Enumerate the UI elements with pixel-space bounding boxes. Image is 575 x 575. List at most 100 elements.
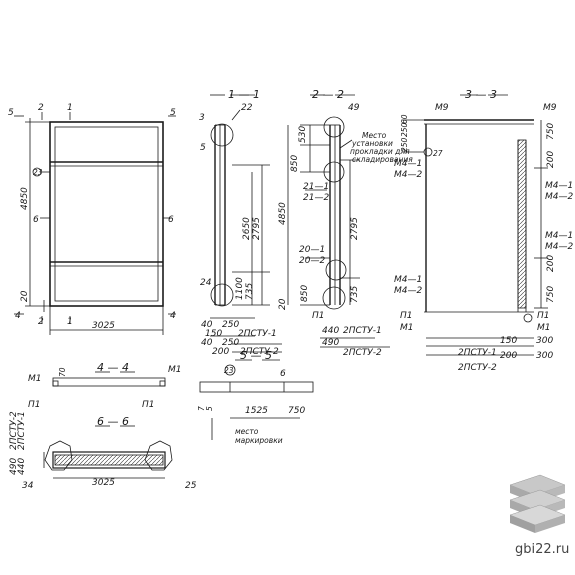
dim-440: 440 bbox=[322, 326, 339, 336]
note-markirovki: маркировки bbox=[235, 436, 283, 445]
note-line-2: установки bbox=[351, 139, 393, 148]
label-m4-2-right2: М4—2 bbox=[545, 242, 573, 252]
marker-4-right: 4 bbox=[170, 311, 176, 321]
section-4-4 bbox=[52, 371, 166, 387]
label-m4-2-bottom: М4—2 bbox=[394, 286, 422, 296]
callout-27: 27 bbox=[433, 149, 443, 158]
dim-490-s66: 490 bbox=[9, 458, 19, 475]
marker-2: 2 bbox=[38, 103, 44, 113]
section-3-3 bbox=[402, 94, 548, 356]
dim-735: 735 bbox=[245, 283, 255, 300]
dim-300b: 300 bbox=[536, 351, 553, 361]
dim-70: 70 bbox=[58, 367, 67, 377]
label-m1-s44-left: М1 bbox=[28, 374, 42, 384]
mark-2pstu-2-s33: 2ПСТУ-2 bbox=[458, 363, 497, 373]
marker-5-right: 5 bbox=[170, 108, 176, 118]
label-p1-s44-left: П1 bbox=[28, 400, 41, 410]
labels: 1 — 1 2 — 2 3 — 3 4 — 4 5 — 5 6 — 6 5 2 … bbox=[8, 88, 573, 491]
dim-750-s55: 750 bbox=[288, 406, 305, 416]
dim-40b: 40 bbox=[201, 338, 213, 348]
marker-6-left: 6 bbox=[33, 215, 39, 225]
callout-23-s55: 23 bbox=[224, 366, 234, 375]
mark-2pstu-2-s22: 2ПСТУ-2 bbox=[343, 348, 382, 358]
dim-200b: 200 bbox=[546, 255, 556, 272]
label-m4-1-right: М4—1 bbox=[545, 181, 573, 191]
label-m4-2-top: М4—2 bbox=[394, 170, 422, 180]
dim-250: 250 bbox=[222, 320, 239, 330]
section-title-4-4: 4 — 4 bbox=[97, 361, 129, 374]
label-p1-s33-right: П1 bbox=[537, 311, 550, 321]
label-21-2: 21—2 bbox=[303, 193, 329, 203]
callout-24: 24 bbox=[200, 278, 212, 288]
label-21-1: 21—1 bbox=[303, 182, 329, 192]
label-m4-1-bottom: М4—1 bbox=[394, 275, 422, 285]
dim-250a-s33: 250 bbox=[400, 122, 409, 137]
mark-2pstu-2-s11: 2ПСТУ-2 bbox=[240, 347, 279, 357]
mark-2pstu-1-s66: 2ПСТУ-1 bbox=[17, 411, 27, 450]
label-m4-1-right2: М4—1 bbox=[545, 231, 573, 241]
callout-6: 6 bbox=[280, 369, 286, 379]
marker-2-bottom: 2 bbox=[38, 317, 44, 327]
note-line-1: Место bbox=[362, 131, 387, 140]
width-3025-s66: 3025 bbox=[92, 478, 115, 488]
section-title-1-1: 1 — 1 bbox=[228, 88, 260, 101]
section-2-2 bbox=[287, 94, 390, 348]
callout-3: 3 bbox=[199, 113, 205, 123]
mark-2pstu-1-s33: 2ПСТУ-1 bbox=[458, 348, 497, 358]
height-4850: 4850 bbox=[20, 187, 30, 210]
dim-440-s66: 440 bbox=[17, 458, 27, 475]
section-title-5-5: 5 — 5 bbox=[240, 349, 272, 362]
dim-530: 530 bbox=[298, 126, 308, 143]
label-m9-right: М9 bbox=[543, 103, 557, 113]
dim-150: 150 bbox=[205, 329, 222, 339]
dim-490: 490 bbox=[322, 338, 339, 348]
dim-735-s22: 735 bbox=[350, 286, 360, 303]
mark-2pstu-1-s11: 2ПСТУ-1 bbox=[238, 329, 277, 339]
brand-site: gbi22.ru bbox=[515, 542, 569, 557]
callout-25: 25 bbox=[185, 481, 197, 491]
dim-750b: 750 bbox=[546, 286, 556, 303]
marker-1-bottom: 1 bbox=[67, 317, 73, 327]
label-m1-s33-left: М1 bbox=[400, 323, 414, 333]
label-m9-left: М9 bbox=[435, 103, 449, 113]
note-mesto: место bbox=[235, 427, 259, 436]
dim-60: 60 bbox=[400, 114, 409, 124]
dim-200: 200 bbox=[212, 347, 229, 357]
section-1-1 bbox=[210, 94, 282, 353]
label-p1-s33-left: П1 bbox=[400, 311, 413, 321]
section-5-5 bbox=[199, 359, 314, 440]
dim-250b: 250 bbox=[222, 338, 239, 348]
dim-7: 7 bbox=[197, 406, 206, 411]
dim-850b: 850 bbox=[300, 285, 310, 302]
dim-250b-s33: 250 bbox=[400, 137, 409, 152]
marker-1: 1 bbox=[67, 103, 73, 113]
dim-750a: 750 bbox=[546, 123, 556, 140]
label-20-2: 20—2 bbox=[299, 256, 325, 266]
dim-2795-s22: 2795 bbox=[350, 217, 360, 240]
dim-5: 5 bbox=[205, 406, 214, 411]
brand-logo-icon bbox=[509, 474, 566, 533]
dim-150-s33: 150 bbox=[500, 336, 517, 346]
section-title-2-2: 2 — 2 bbox=[312, 88, 344, 101]
label-m4-2-right: М4—2 bbox=[545, 192, 573, 202]
marker-4-left: 4 bbox=[15, 311, 21, 321]
dim-4850: 4850 bbox=[278, 202, 288, 225]
marker-5: 5 bbox=[8, 108, 14, 118]
height-20: 20 bbox=[20, 290, 30, 302]
mark-2pstu-1-s22: 2ПСТУ-1 bbox=[343, 326, 382, 336]
front-elevation bbox=[14, 112, 176, 335]
callout-34: 34 bbox=[22, 481, 34, 491]
note-line-4: складирования bbox=[352, 155, 413, 164]
dim-300a: 300 bbox=[536, 336, 553, 346]
label-m1-s33-right: М1 bbox=[537, 323, 551, 333]
note-line-3: прокладки для bbox=[350, 147, 410, 156]
section-title-6-6: 6 — 6 bbox=[97, 415, 129, 428]
label-p1-s44-right: П1 bbox=[142, 400, 155, 410]
label-20-1: 20—1 bbox=[299, 245, 325, 255]
dim-20-s22: 20 bbox=[278, 298, 288, 310]
callout-22: 22 bbox=[241, 103, 253, 113]
dim-1100: 1100 bbox=[235, 277, 245, 300]
dim-200-s33: 200 bbox=[500, 351, 517, 361]
section-6-6 bbox=[43, 425, 173, 479]
width-3025: 3025 bbox=[92, 321, 115, 331]
